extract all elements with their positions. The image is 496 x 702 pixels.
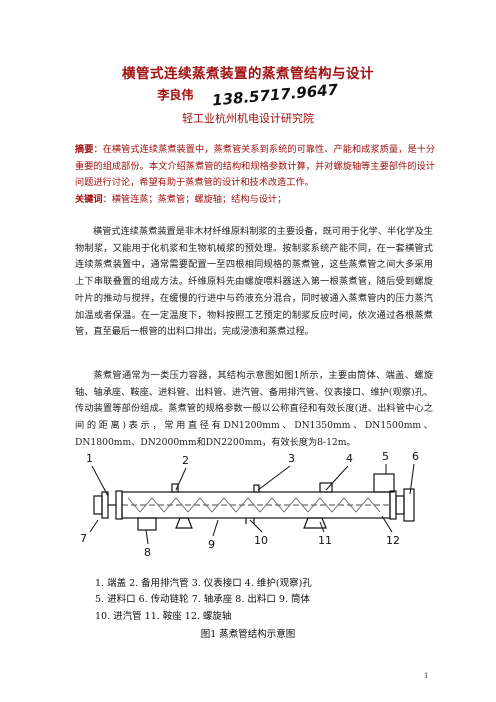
affiliation: 轻工业杭州机电设计研究院	[182, 112, 314, 125]
author-name: 李良伟	[157, 88, 194, 102]
callout-1: 1	[86, 452, 93, 465]
callout-11: 11	[318, 534, 332, 547]
paragraph-1-text: 横管式连续蒸煮装置是非木材纤维原料制浆的主要设备，既可用于化学、半化学及生物制浆…	[75, 226, 433, 338]
callout-12: 12	[386, 534, 400, 547]
keywords-text: ：横管连蒸；蒸煮管；螺旋轴；结构与设计；	[102, 194, 287, 205]
page-number: 1	[424, 672, 429, 680]
callout-8: 8	[144, 546, 151, 559]
callout-3: 3	[288, 452, 295, 465]
abstract: 摘要：在横管式连续蒸煮装置中，蒸煮管关系到系统的可靠性、产能和成浆质量，是十分重…	[75, 142, 435, 192]
abstract-label: 摘要	[75, 144, 94, 155]
callout-9: 9	[208, 538, 215, 551]
keywords: 关键词：横管连蒸；蒸煮管；螺旋轴；结构与设计；	[75, 191, 435, 205]
body-paragraph-1: 横管式连续蒸煮装置是非木材纤维原料制浆的主要设备，既可用于化学、半化学及生物制浆…	[75, 224, 433, 341]
callout-5: 5	[382, 450, 389, 463]
author-line: 李良伟 138.5717.9647	[0, 80, 496, 109]
figure-legend-row-2: 5. 进料口 6. 传动链轮 7. 轴承座 8. 出料口 9. 筒体	[95, 594, 310, 605]
figure-legend-row-1: 1. 端盖 2. 备用排汽管 3. 仪表接口 4. 维护(观察)孔	[95, 578, 312, 589]
abstract-text: ：在横管式连续蒸煮装置中，蒸煮管关系到系统的可靠性、产能和成浆质量，是十分重要的…	[75, 144, 436, 188]
keywords-label: 关键词	[75, 194, 103, 205]
figure-legend-row-3: 10. 进汽管 11. 鞍座 12. 螺旋轴	[95, 611, 232, 622]
figure-caption: 图1 蒸煮管结构示意图	[200, 629, 296, 640]
callout-4: 4	[346, 452, 353, 465]
cooking-tube-diagram: 1 2 3 4 5 6 7 8 9 10 11 12	[80, 450, 419, 559]
handwritten-phone-note: 138.5717.9647	[211, 80, 340, 109]
callout-2: 2	[182, 454, 189, 467]
paragraph-2-text: 蒸煮管通常为一类压力容器，其结构示意图如图1所示，主要由筒体、端盖、螺旋轴、轴承…	[75, 370, 433, 448]
body-paragraph-2: 蒸煮管通常为一类压力容器，其结构示意图如图1所示，主要由筒体、端盖、螺旋轴、轴承…	[75, 368, 433, 452]
callout-6: 6	[412, 450, 419, 463]
callout-10: 10	[254, 534, 268, 547]
callout-7: 7	[80, 532, 87, 545]
paper-title: 横管式连续蒸煮装置的蒸煮管结构与设计	[122, 66, 374, 82]
